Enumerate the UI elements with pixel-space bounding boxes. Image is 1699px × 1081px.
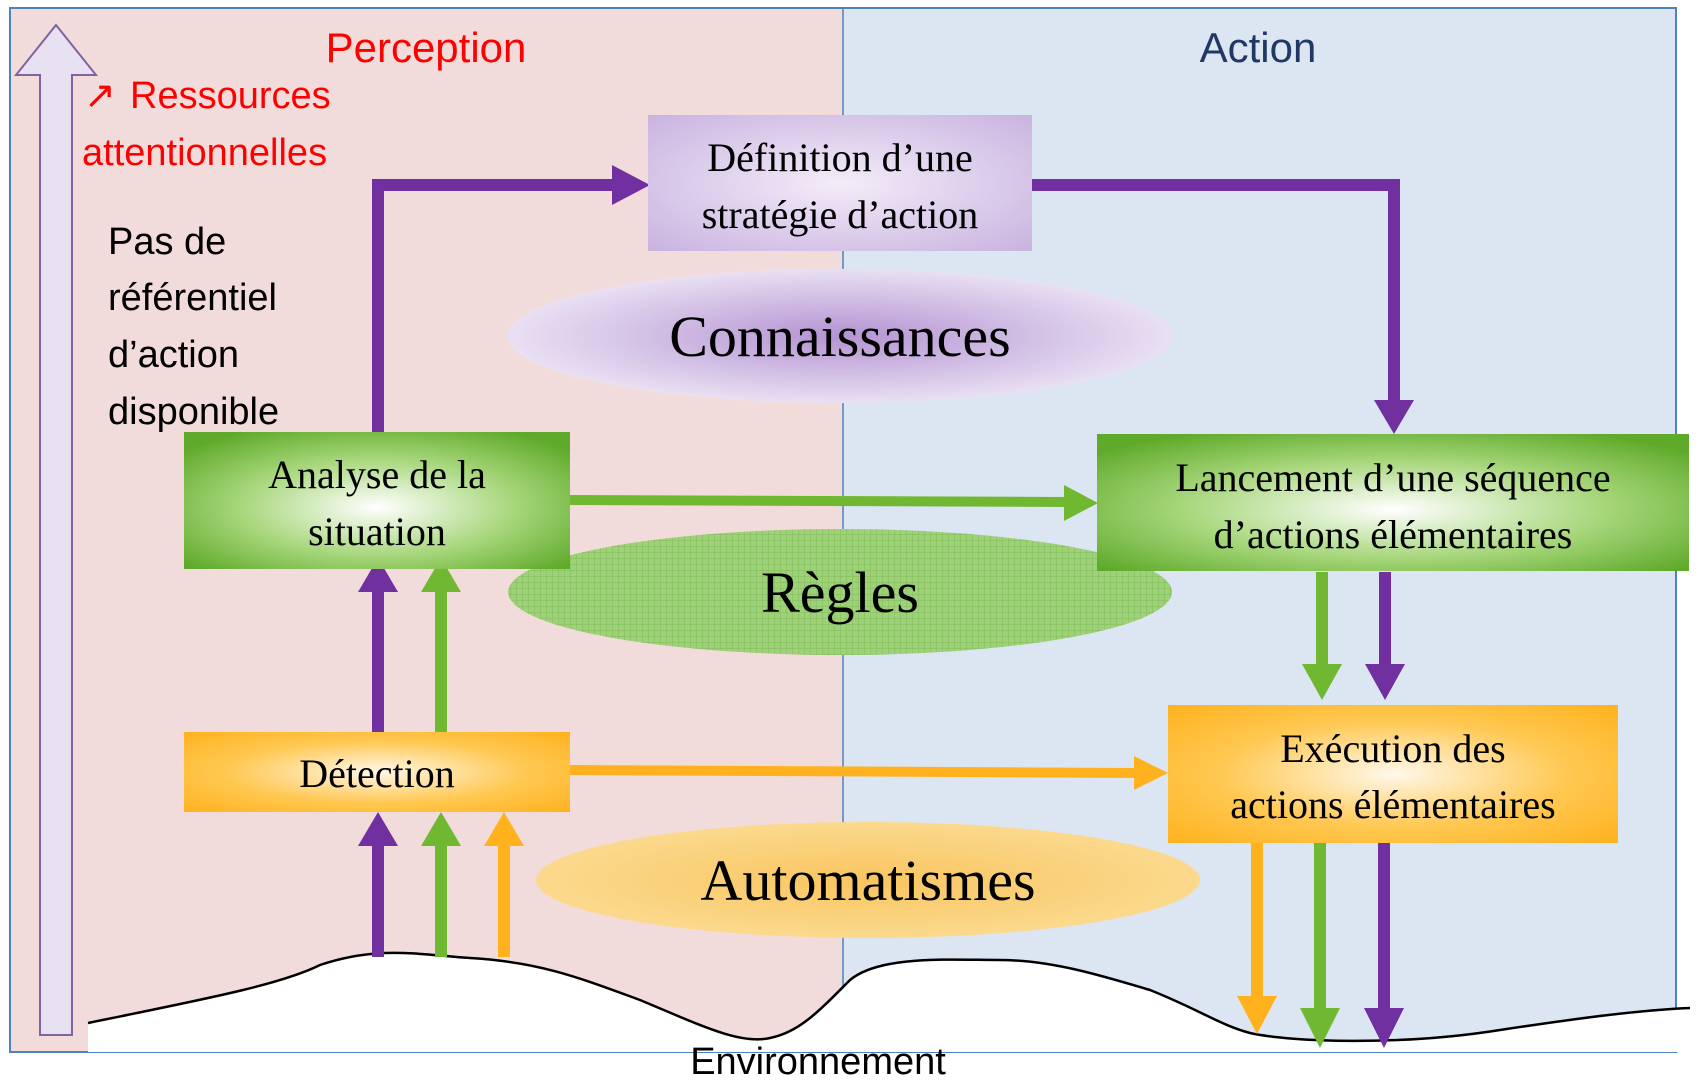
- arrow-lancement-to-execution-green-head: [1302, 664, 1342, 700]
- arrow-detection-to-analyse-green-head: [421, 558, 461, 592]
- environment-label: Environnement: [690, 1041, 946, 1081]
- lancement-line-1: Lancement d’une séquence: [1175, 455, 1610, 500]
- connaissances-ellipse: [508, 269, 1172, 403]
- automatismes-ellipse: [536, 822, 1200, 938]
- arrow-env-to-detection-orange-head: [484, 812, 524, 846]
- analyse-box: Analyse de la situation: [184, 432, 570, 569]
- analyse-line-1: Analyse de la: [268, 452, 486, 497]
- arrow-execution-to-env-purple-head: [1364, 1008, 1404, 1048]
- environment-terrain: [88, 952, 1690, 1052]
- arrow-analyse-to-definition-head: [612, 165, 650, 205]
- note-line-2: référentiel: [108, 277, 277, 319]
- definition-box: Définition d’une stratégie d’action: [648, 115, 1032, 251]
- arrow-detection-to-execution: [568, 765, 1141, 778]
- definition-line-2: stratégie d’action: [702, 192, 979, 237]
- lancement-box: Lancement d’une séquence d’actions éléme…: [1097, 434, 1689, 571]
- arrow-execution-to-env-orange-head: [1237, 996, 1277, 1034]
- arrow-analyse-to-lancement: [568, 495, 1069, 507]
- action-title: Action: [1200, 24, 1317, 71]
- arrow-definition-to-lancement: [1032, 179, 1400, 402]
- note-line-1: Pas de: [108, 221, 226, 263]
- execution-line-2: actions élémentaires: [1230, 782, 1555, 827]
- definition-line-1: Définition d’une: [707, 135, 973, 180]
- detection-box: Détection: [184, 732, 570, 812]
- analyse-line-2: situation: [308, 509, 446, 554]
- execution-box: Exécution des actions élémentaires: [1168, 705, 1618, 843]
- arrow-detection-to-analyse-purple-head: [358, 558, 398, 592]
- arrow-analyse-to-lancement-head: [1064, 485, 1098, 521]
- lancement-line-2: d’actions élémentaires: [1214, 512, 1573, 557]
- arrow-definition-to-lancement-head: [1374, 400, 1414, 434]
- arrow-detection-to-execution-head: [1134, 756, 1168, 790]
- resources-line-2: attentionnelles: [82, 132, 327, 174]
- resources-line-1: Ressources: [130, 75, 331, 117]
- perception-title: Perception: [326, 24, 527, 71]
- arrow-execution-to-env-green-head: [1300, 1008, 1340, 1048]
- arrow-lancement-to-execution-purple-head: [1365, 664, 1405, 700]
- note-line-4: disponible: [108, 391, 279, 433]
- regles-label: Règles: [761, 560, 919, 625]
- arrow-env-to-detection-purple-head: [358, 812, 398, 846]
- connaissances-label: Connaissances: [669, 304, 1011, 369]
- execution-line-1: Exécution des: [1280, 726, 1506, 771]
- regles-ellipse: [508, 529, 1172, 655]
- automatismes-label: Automatismes: [700, 848, 1035, 913]
- note-line-3: d’action: [108, 334, 239, 376]
- arrow-analyse-to-definition: [372, 179, 618, 432]
- arrow-env-to-detection-green-head: [421, 812, 461, 846]
- up-arrow-icon: ↗: [84, 75, 116, 117]
- detection-label: Détection: [299, 751, 455, 796]
- environment-line: [87, 951, 1691, 1043]
- attention-up-arrow: [13, 23, 99, 1036]
